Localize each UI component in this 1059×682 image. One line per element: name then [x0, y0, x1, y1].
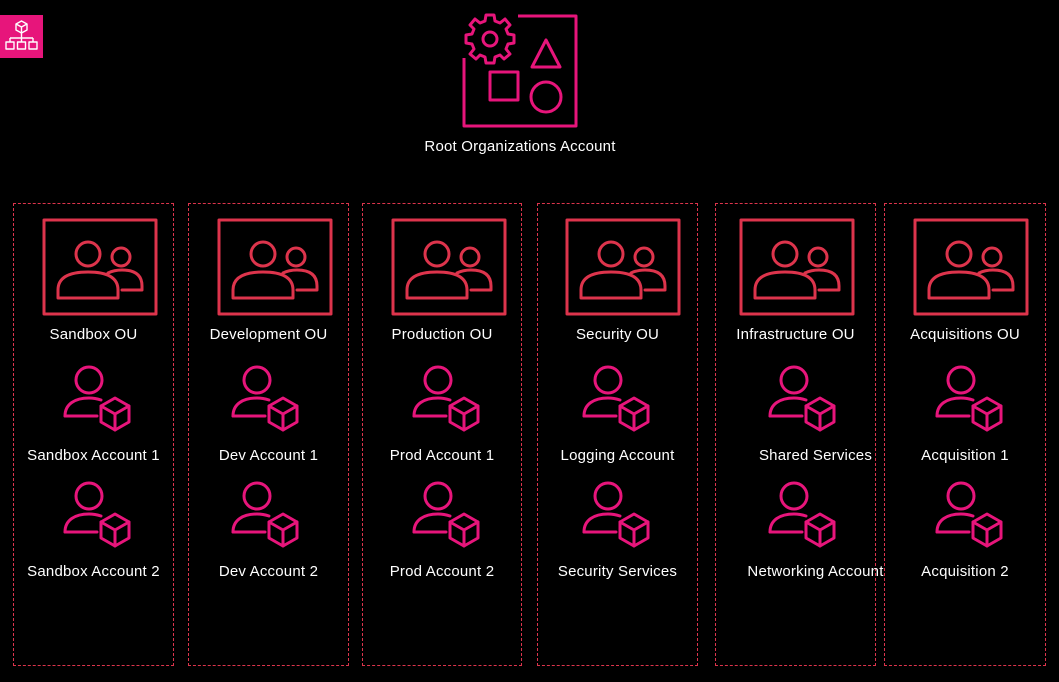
ou-label: Development OU — [209, 326, 328, 343]
root-label: Root Organizations Account — [424, 138, 616, 155]
account-label: Dev Account 1 — [218, 447, 319, 464]
ou-group-production: Production OU Prod Account 1 Prod Accoun… — [362, 203, 522, 666]
ou-group-acquisitions: Acquisitions OU Acquisition 1 Acquisitio… — [884, 203, 1046, 666]
organizational-unit-icon — [391, 218, 507, 316]
account-user-cube-icon — [766, 364, 838, 436]
ou-label: Acquisitions OU — [910, 326, 1020, 343]
account-user-cube-icon — [933, 364, 1005, 436]
account-user-cube-icon — [61, 480, 133, 552]
account-label: Acquisition 2 — [921, 563, 1009, 580]
account-label: Prod Account 2 — [389, 563, 495, 580]
organizational-unit-icon — [913, 218, 1029, 316]
ou-group-development: Development OU Dev Account 1 Dev Account… — [188, 203, 349, 666]
account-user-cube-icon — [410, 480, 482, 552]
organizational-unit-icon — [42, 218, 158, 316]
ou-group-infrastructure: Infrastructure OU Shared Services Networ… — [715, 203, 883, 666]
ou-label: Infrastructure OU — [736, 326, 855, 343]
ou-label: Production OU — [391, 326, 493, 343]
account-label: Networking Account — [747, 563, 884, 580]
account-label: Prod Account 1 — [389, 447, 495, 464]
organizations-account-icon — [462, 13, 578, 128]
account-user-cube-icon — [580, 480, 652, 552]
ou-group-security: Security OU Logging Account Security Ser… — [537, 203, 698, 666]
account-label: Sandbox Account 1 — [27, 447, 160, 464]
organizational-unit-icon — [217, 218, 333, 316]
ou-label: Security OU — [575, 326, 660, 343]
organizations-badge — [0, 15, 43, 58]
account-user-cube-icon — [766, 480, 838, 552]
ou-label: Sandbox OU — [49, 326, 138, 343]
account-label: Security Services — [557, 563, 678, 580]
account-label: Dev Account 2 — [218, 563, 319, 580]
account-user-cube-icon — [229, 480, 301, 552]
ou-group-sandbox: Sandbox OU Sandbox Account 1 Sandbox Acc… — [13, 203, 174, 666]
organizational-unit-icon — [565, 218, 681, 316]
account-label: Acquisition 1 — [921, 447, 1009, 464]
account-label: Shared Services — [758, 447, 873, 464]
account-label: Sandbox Account 2 — [27, 563, 160, 580]
account-label: Logging Account — [560, 447, 675, 464]
organizations-badge-icon — [5, 20, 38, 50]
account-user-cube-icon — [61, 364, 133, 436]
account-user-cube-icon — [580, 364, 652, 436]
account-user-cube-icon — [933, 480, 1005, 552]
account-user-cube-icon — [229, 364, 301, 436]
organizational-unit-icon — [739, 218, 855, 316]
account-user-cube-icon — [410, 364, 482, 436]
